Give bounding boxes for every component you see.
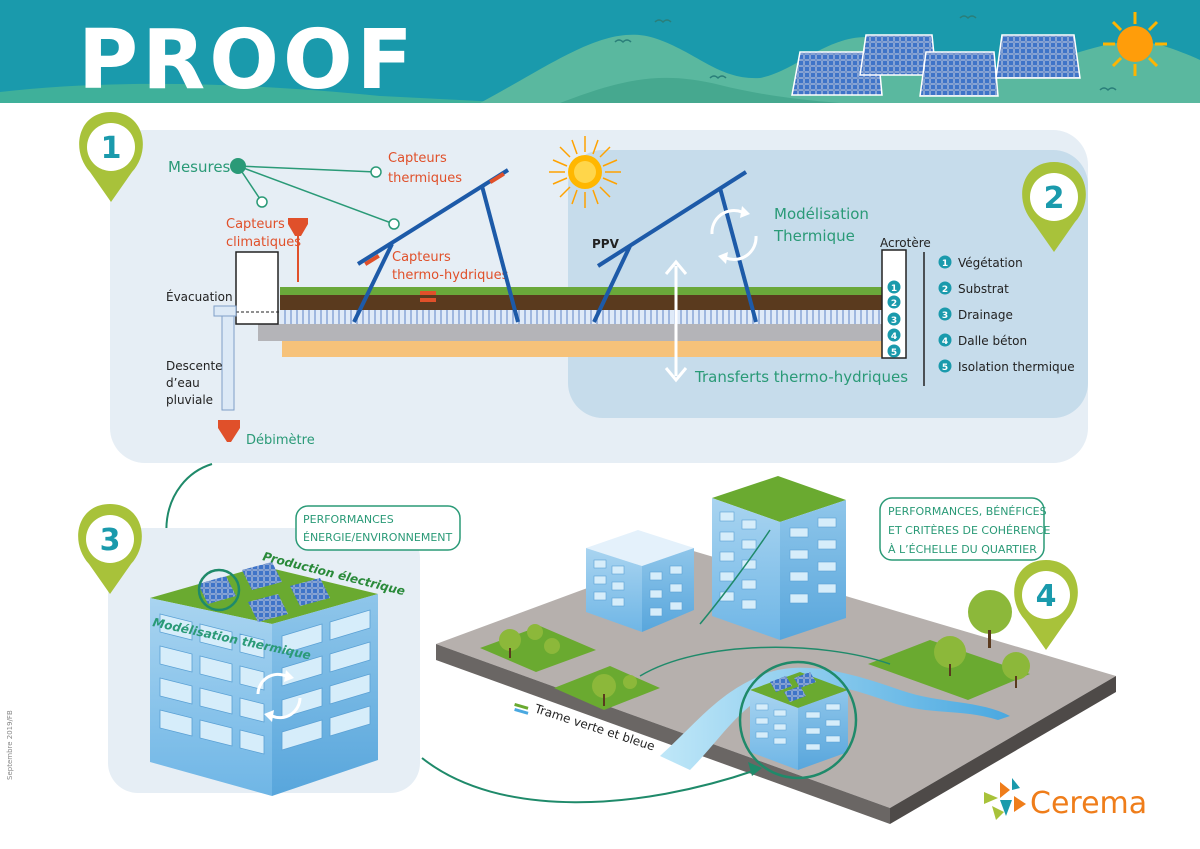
label-capteurs-thermiques-1: Capteurs [388, 151, 447, 166]
sun-icon [1103, 12, 1167, 76]
climatic-sensor-icon [288, 218, 308, 282]
building-panel-3 [150, 562, 378, 796]
label-capteurs-thermo-hydriques-1: Capteurs [392, 250, 451, 265]
badge-number-3: 3 [100, 523, 121, 558]
label-capteurs-thermiques-2: thermiques [388, 171, 462, 186]
legend-label-5: Isolation thermique [958, 360, 1075, 374]
performances-4-line2: ET CRITÈRES DE COHÉRENCE [888, 524, 1050, 537]
label-capteurs-thermo-hydriques-2: thermo-hydriques [392, 268, 509, 283]
performances-3-line2: ÉNERGIE/ENVIRONNEMENT [303, 531, 453, 544]
cerema-logo-icon [984, 778, 1026, 820]
layer-isolation [282, 341, 882, 357]
label-modelisation-1: Modélisation [774, 205, 869, 223]
label-descente-1: Descente [166, 359, 223, 373]
mesures-network [230, 158, 400, 230]
badge-number-1: 1 [101, 131, 122, 166]
legend-label-2: Substrat [958, 282, 1009, 296]
district-map [436, 476, 1116, 824]
badge-pin-1: 1 [79, 112, 143, 202]
badge-pin-2: 2 [1022, 162, 1086, 252]
label-capteurs-climatiques-1: Capteurs [226, 217, 285, 232]
label-transferts: Transferts thermo-hydriques [694, 368, 908, 386]
header-banner: PROOF [0, 0, 1200, 108]
header-solar-panels [791, 34, 1081, 97]
layer-legend: 1 Végétation 2 Substrat 3 Drainage 4 Dal… [938, 255, 1075, 374]
roof-cross-section [258, 287, 882, 357]
marker-1: 1 [891, 284, 897, 294]
layer-vegetation [280, 287, 882, 295]
layer-substrat [280, 295, 882, 310]
legend-num-5: 5 [942, 363, 948, 373]
parapet-left [213, 251, 280, 411]
badge-number-2: 2 [1044, 181, 1065, 216]
legend-num-2: 2 [942, 285, 948, 295]
label-capteurs-climatiques-2: climatiques [226, 235, 301, 250]
sun-icon-panel2 [549, 136, 621, 208]
marker-4: 4 [891, 332, 897, 342]
cerema-logo: Cerema [984, 778, 1147, 821]
label-descente-3: pluviale [166, 393, 213, 407]
label-descente-2: d’eau [166, 376, 200, 390]
legend-num-3: 3 [942, 311, 948, 321]
marker-2: 2 [891, 299, 897, 309]
vertical-arrow-icon [664, 259, 688, 383]
label-evacuation: Évacuation [166, 289, 233, 304]
legend-num-4: 4 [942, 337, 948, 347]
badge-pin-3: 3 [78, 504, 142, 594]
credit-text: Septembre 2019/FB [6, 710, 14, 780]
layer-drainage [280, 310, 882, 324]
badge-number-4: 4 [1036, 579, 1057, 614]
legend-label-1: Végétation [958, 256, 1023, 270]
label-ppv: PPV [592, 237, 620, 251]
birds [614, 15, 1117, 92]
label-mesures: Mesures [168, 158, 231, 176]
page-title: PROOF [78, 13, 417, 108]
marker-5: 5 [891, 348, 897, 358]
pv-structure-left [352, 168, 520, 323]
layer-dalle-beton [258, 324, 882, 341]
label-acrotere: Acrotère [880, 236, 931, 250]
legend-label-3: Drainage [958, 308, 1013, 322]
cerema-wordmark: Cerema [1030, 786, 1147, 821]
debitmetre-icon [218, 420, 240, 442]
performances-3-line1: PERFORMANCES [303, 513, 394, 526]
legend-label-4: Dalle béton [958, 334, 1027, 348]
performances-box-4 [879, 497, 1045, 561]
performances-box-3 [295, 505, 461, 551]
cycle-arrows-icon [710, 206, 758, 264]
badge-pin-4: 4 [1014, 560, 1078, 650]
performances-4-line3: À L’ÉCHELLE DU QUARTIER [888, 543, 1037, 556]
layer-markers: 1 2 3 4 5 [887, 280, 901, 358]
marker-3: 3 [891, 316, 897, 326]
label-modelisation-2: Thermique [773, 227, 855, 245]
performances-4-line1: PERFORMANCES, BÉNÉFICES [888, 505, 1047, 518]
legend-num-1: 1 [942, 259, 948, 269]
label-debitmetre: Débimètre [246, 433, 315, 448]
flow-arrow-3-to-4 [421, 757, 757, 804]
